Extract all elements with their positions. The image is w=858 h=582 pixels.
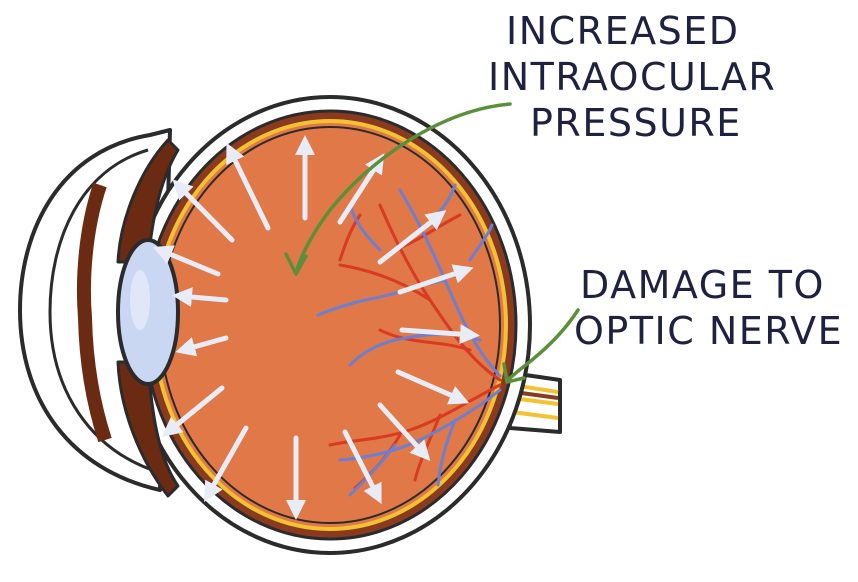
pressure-arrow	[397, 264, 474, 295]
nerve-pointer	[506, 308, 580, 382]
pressure-arrow	[399, 324, 480, 345]
pressure-arrow	[377, 402, 431, 461]
pointers	[284, 102, 580, 384]
pressure-label-line-1: INCREASED	[506, 9, 739, 53]
pressure-arrow	[377, 210, 447, 265]
pressure-arrow	[175, 335, 229, 357]
pressure-arrow	[342, 429, 382, 505]
nerve-label-line-2: OPTIC NERVE	[574, 309, 843, 353]
pressure-label-line-3: PRESSURE	[530, 101, 742, 145]
nerve-label-line-1: DAMAGE TO	[580, 263, 825, 307]
pressure-arrow	[161, 385, 225, 438]
pressure-arrow	[172, 287, 229, 308]
nerve-label: DAMAGE TO OPTIC NERVE	[574, 263, 843, 353]
eyeball	[18, 95, 562, 555]
pressure-arrow	[395, 369, 470, 405]
pressure-label-line-2: INTRAOCULAR	[488, 55, 776, 99]
pressure-pointer	[294, 102, 512, 274]
pressure-label: INCREASED INTRAOCULAR PRESSURE	[488, 9, 776, 145]
iris-lower	[116, 360, 180, 498]
pressure-arrow	[226, 142, 271, 231]
vitreous-body	[159, 126, 501, 524]
pressure-arrow	[204, 425, 249, 502]
pressure-arrow	[172, 179, 235, 243]
pressure-arrow	[152, 245, 221, 277]
pressure-arrows	[152, 135, 480, 520]
pressure-arrow	[337, 153, 385, 225]
